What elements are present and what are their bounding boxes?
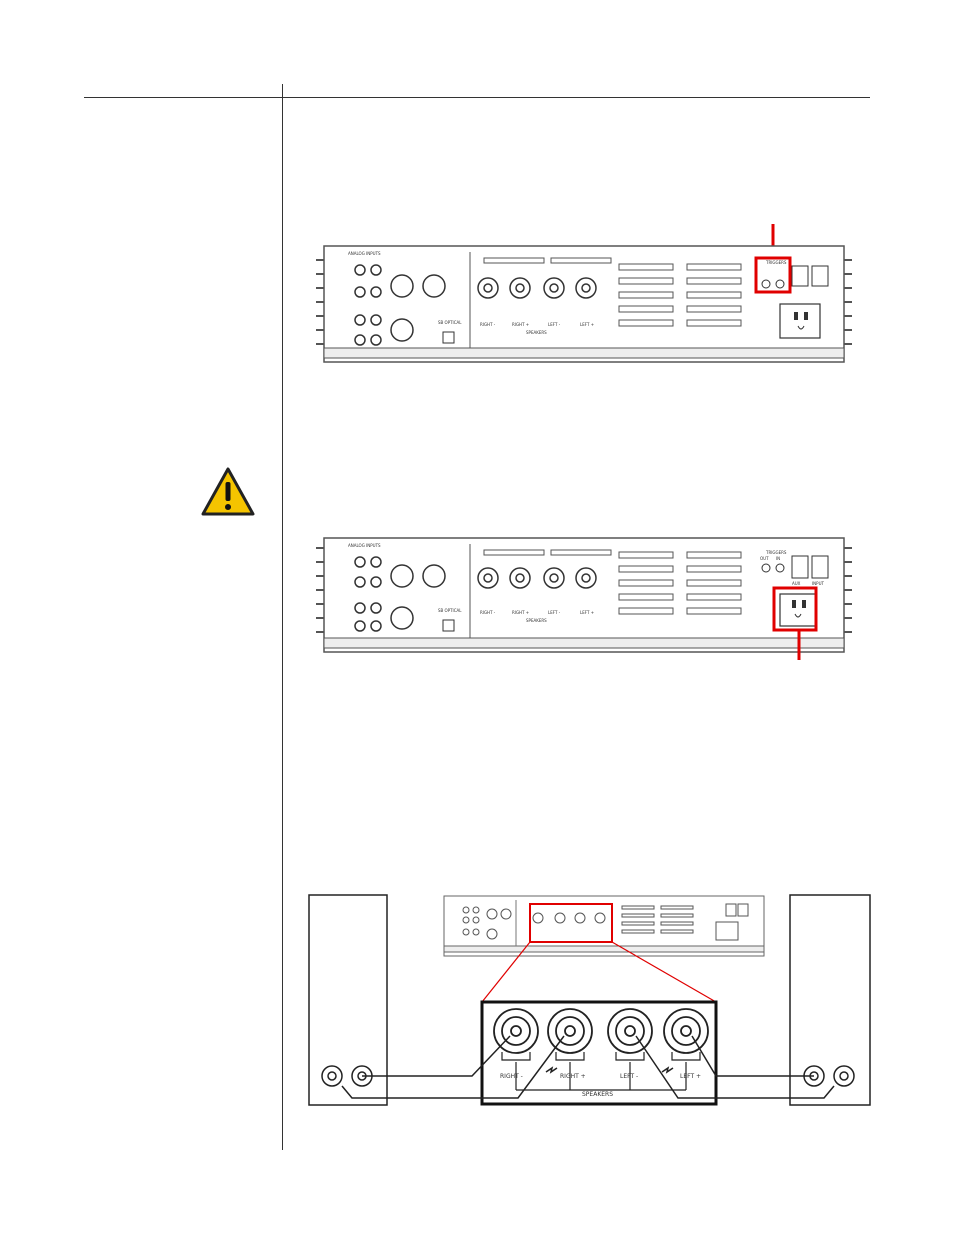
terminal-label-right-neg: RIGHT - xyxy=(480,322,496,327)
trigger-in-label: IN xyxy=(776,556,780,561)
terminal-label-right-pos-2: RIGHT + xyxy=(512,610,529,615)
speaker-terminals-highlight xyxy=(529,903,613,943)
speaker-wires xyxy=(341,1035,835,1099)
triggers-label-2: TRIGGERS xyxy=(765,550,787,555)
optical-label: SB OPTICAL xyxy=(438,320,462,325)
speaker-terminals-zoom xyxy=(480,1000,718,1106)
lightning-icon xyxy=(545,1066,558,1074)
amp-thumbnail xyxy=(443,895,765,957)
zoom-label-right-pos: RIGHT + xyxy=(560,1073,586,1080)
speaker-wiring-diagram: RIGHT - RIGHT + LEFT - LEFT + SPEAKERS xyxy=(308,894,871,1106)
zoom-label-left-pos: LEFT + xyxy=(680,1073,701,1080)
zoom-label-left-neg: LEFT - xyxy=(620,1073,638,1080)
terminal-label-left-neg-2: LEFT - xyxy=(548,610,561,615)
zoom-label-right-neg: RIGHT - xyxy=(500,1073,523,1080)
power-inlet-highlight xyxy=(772,586,818,632)
header-rule xyxy=(84,97,870,98)
rear-panel-diagram-power: ANALOG INPUTS SB OPTICAL RIGHT - RIGHT +… xyxy=(316,537,852,660)
margin-divider xyxy=(282,84,283,1150)
rear-panel-diagram-triggers: ANALOG INPUTS SB OPTICAL RIGHT - RIGHT +… xyxy=(316,224,852,363)
right-speaker xyxy=(789,894,871,1106)
terminal-label-left-neg: LEFT - xyxy=(548,322,561,327)
triggers-highlight xyxy=(754,256,792,294)
warning-icon xyxy=(201,467,255,516)
input-label: INPUT xyxy=(812,581,825,586)
trigger-out-label: OUT xyxy=(760,556,769,561)
triggers-label: TRIGGERS xyxy=(765,260,787,265)
optical-label-2: SB OPTICAL xyxy=(438,608,462,613)
terminal-label-right-neg-2: RIGHT - xyxy=(480,610,496,615)
right-heatsink xyxy=(844,259,852,345)
analog-inputs-label: ANALOG INPUTS xyxy=(348,251,381,256)
left-heatsink xyxy=(316,259,324,345)
terminal-label-left-pos-2: LEFT + xyxy=(580,610,594,615)
zoom-speakers-label: SPEAKERS xyxy=(582,1091,613,1098)
lightning-icon xyxy=(661,1066,674,1074)
speakers-label: SPEAKERS xyxy=(526,330,547,335)
terminal-label-right-pos: RIGHT + xyxy=(512,322,529,327)
aux-label: AUX xyxy=(792,581,801,586)
analog-inputs-label-2: ANALOG INPUTS xyxy=(348,543,381,548)
left-speaker xyxy=(308,894,388,1106)
speakers-label-2: SPEAKERS xyxy=(526,618,547,623)
terminal-label-left-pos: LEFT + xyxy=(580,322,594,327)
